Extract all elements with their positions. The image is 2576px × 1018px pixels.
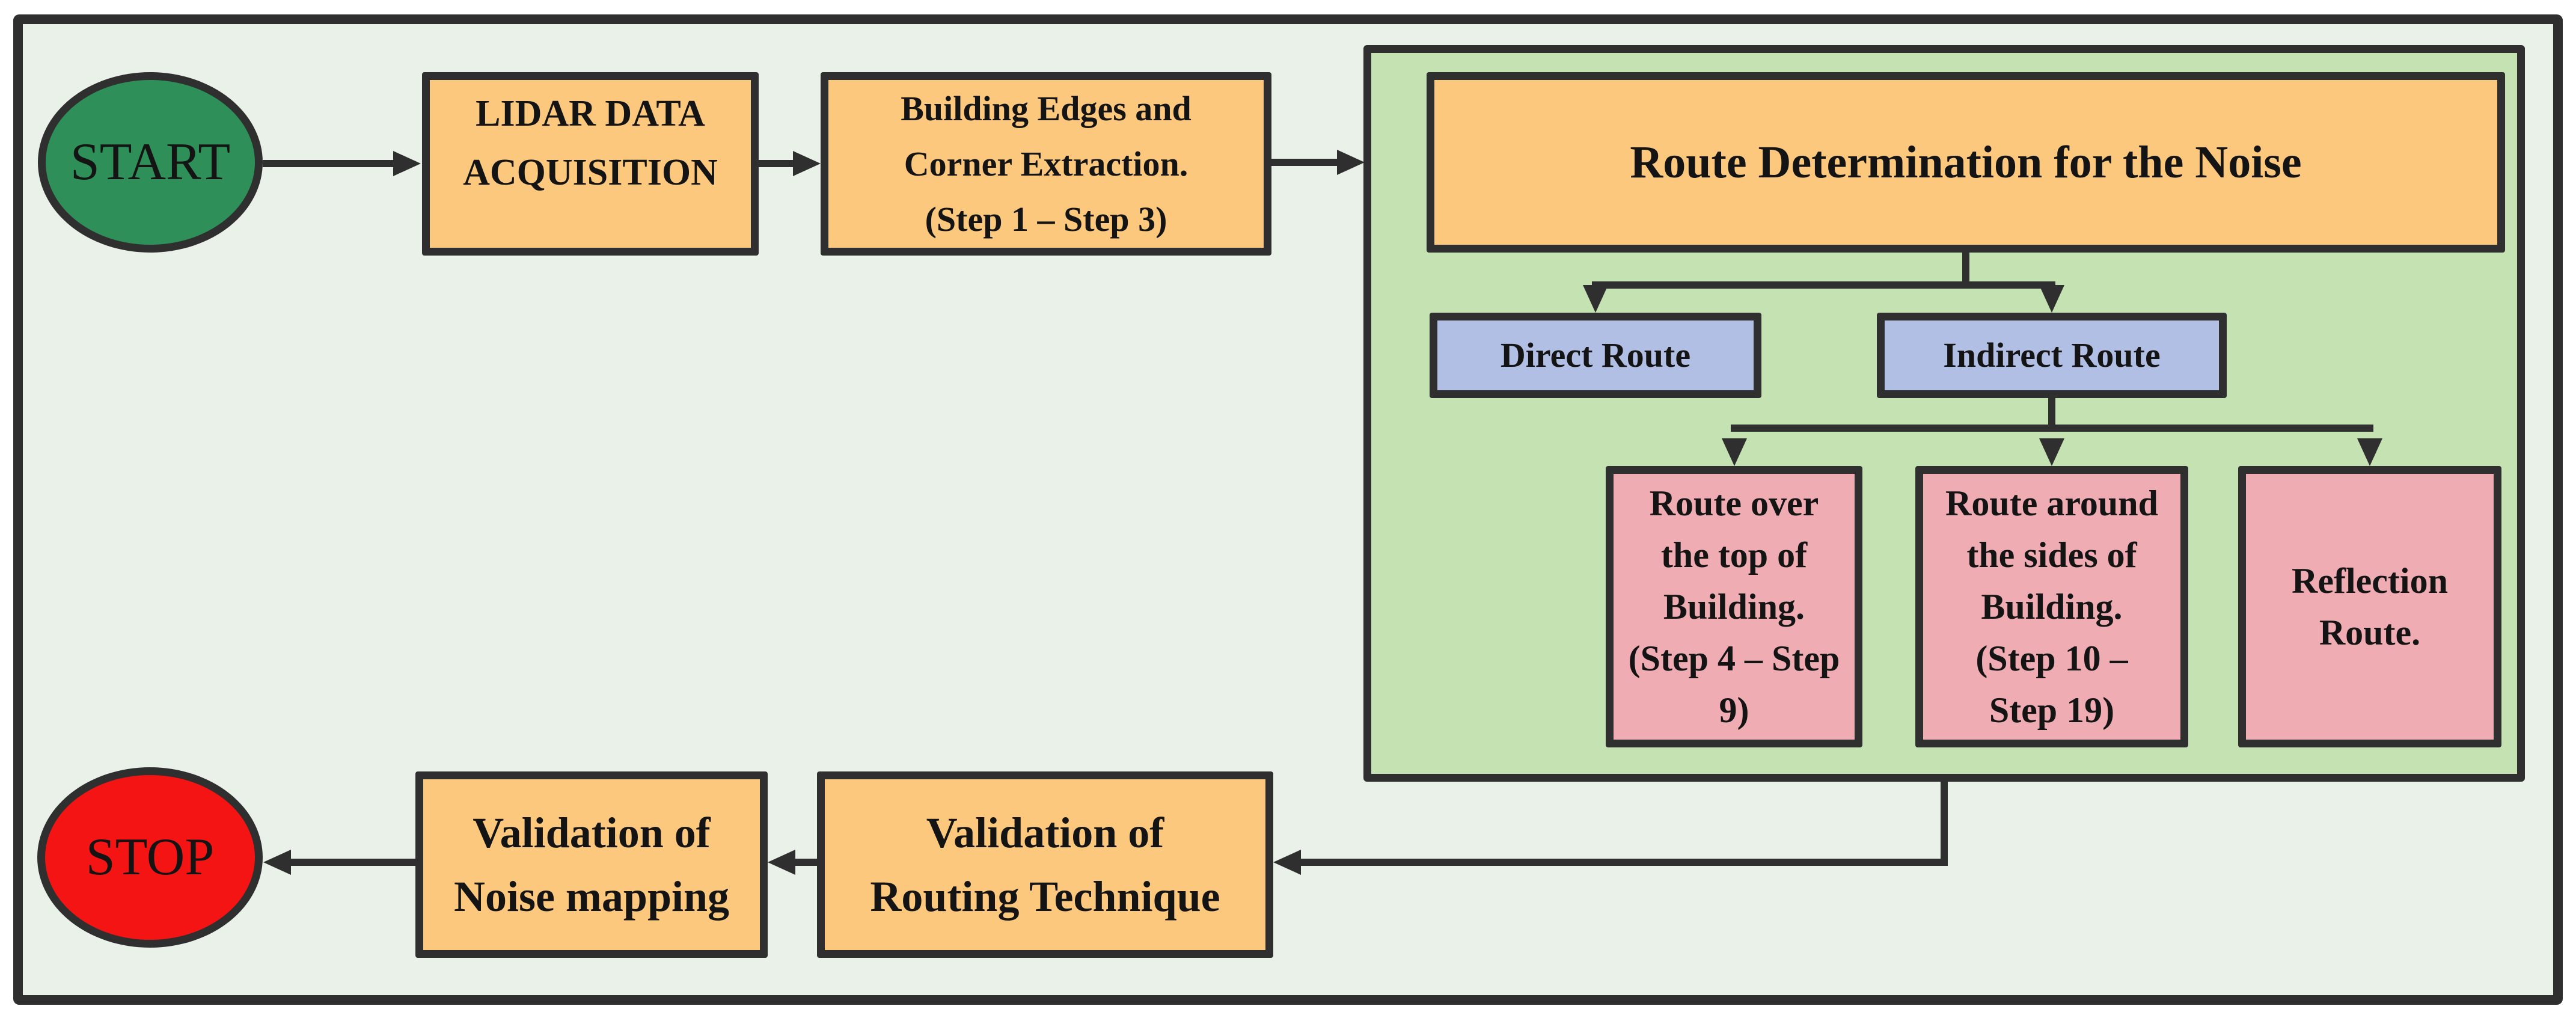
node-label-line: Route Determination for the Noise <box>1630 137 2302 188</box>
node-label-line: Building Edges and <box>901 88 1192 128</box>
arrow-routing-to-noise-head <box>768 850 795 875</box>
arrow-into-validation-routing-head <box>1273 850 1301 875</box>
connector-branch-splitter <box>1592 281 2055 289</box>
node-label-line: (Step 1 – Step 3) <box>925 199 1167 239</box>
node-label-line: Routing Technique <box>870 872 1220 921</box>
node-label-line: Validation of <box>473 809 711 857</box>
connector-leaf-splitter <box>1731 425 2373 432</box>
start-label: START <box>70 133 231 191</box>
node-route-around-sides: Route around the sides of Building. (Ste… <box>1915 466 2188 747</box>
node-reflection-route: Reflection Route. <box>2238 466 2501 747</box>
start-terminal: START <box>38 72 263 253</box>
node-validation-routing-technique: Validation of Routing Technique <box>817 771 1273 958</box>
connector-group-exit-drop <box>1941 778 1948 866</box>
arrow-lidar-to-building-head <box>793 151 821 176</box>
arrow-into-route-over-head <box>1722 438 1747 466</box>
node-label-line: ACQUISITION <box>463 152 718 193</box>
node-label-line: Noise mapping <box>453 872 730 921</box>
node-label-line: Direct Route <box>1500 336 1691 375</box>
node-building-edges-corner-extraction: Building Edges and Corner Extraction. (S… <box>821 72 1271 256</box>
arrow-into-route-around-head <box>2039 438 2064 466</box>
node-route-determination: Route Determination for the Noise <box>1427 72 2505 253</box>
node-label-line: Route. <box>2319 613 2421 652</box>
node-label-line: Building. <box>1663 587 1805 627</box>
node-indirect-route: Indirect Route <box>1877 313 2227 398</box>
node-validation-noise-mapping: Validation of Noise mapping <box>415 771 768 958</box>
node-label-line: Indirect Route <box>1943 336 2161 375</box>
stop-label: STOP <box>85 828 215 886</box>
node-label-line: Building. <box>1981 587 2123 627</box>
node-label-line: LIDAR DATA <box>476 93 705 134</box>
arrow-noise-to-stop-line <box>290 859 415 866</box>
node-label-line: Step 19) <box>1989 690 2115 730</box>
node-label-line: Reflection <box>2292 561 2448 601</box>
node-direct-route: Direct Route <box>1430 313 1761 398</box>
node-label-line: the sides of <box>1966 535 2137 575</box>
node-route-over-top: Route over the top of Building. (Step 4 … <box>1606 466 1862 747</box>
arrow-start-to-lidar-line <box>263 160 397 167</box>
node-label-line: Validation of <box>926 809 1164 857</box>
connector-routedet-drop <box>1962 253 1969 285</box>
node-label-line: (Step 10 – <box>1975 639 2128 678</box>
node-lidar-data-acquisition: LIDAR DATA ACQUISITION <box>422 72 759 256</box>
arrow-start-to-lidar-head <box>393 151 421 176</box>
node-label-line: 9) <box>1719 690 1749 730</box>
arrow-into-direct-route-head <box>1583 285 1608 313</box>
node-label-line: Route around <box>1945 483 2158 523</box>
arrow-noise-to-stop-head <box>263 850 291 875</box>
node-label-line: Corner Extraction. <box>904 144 1189 183</box>
connector-indirect-drop <box>2048 398 2055 432</box>
node-label-line: the top of <box>1660 535 1808 575</box>
stop-terminal: STOP <box>37 767 263 948</box>
arrow-routing-to-noise-line <box>794 859 817 866</box>
node-label-line: (Step 4 – Step <box>1628 639 1840 678</box>
arrow-into-indirect-route-head <box>2039 285 2064 313</box>
node-label-line: Route over <box>1649 483 1819 523</box>
arrow-building-to-group-head <box>1337 150 1365 175</box>
arrow-into-reflection-head <box>2357 438 2382 466</box>
arrow-building-to-group-line <box>1271 159 1339 166</box>
arrow-lidar-to-building-line <box>759 160 796 167</box>
connector-group-exit-run <box>1299 859 1948 866</box>
